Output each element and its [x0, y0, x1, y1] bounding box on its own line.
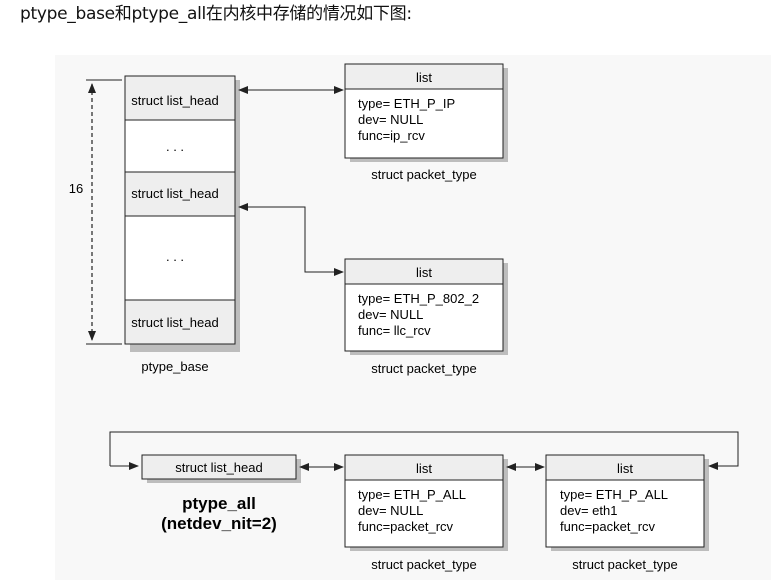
base-ellipsis-2: . . .	[166, 249, 184, 264]
base-slot-mid-label: struct list_head	[131, 186, 218, 201]
all1-dev: dev= NULL	[358, 503, 423, 518]
base-slot-0	[124, 75, 236, 121]
all1-type: type= ETH_P_ALL	[358, 487, 466, 502]
arrow-base-to-llc	[238, 203, 344, 276]
ptype-all-head: struct list_head ptype_all (netdev_nit=2…	[141, 454, 301, 533]
llc-func: func= llc_rcv	[358, 323, 431, 338]
all-head-label: struct list_head	[175, 460, 262, 475]
packet-type-all-1: list type= ETH_P_ALL dev= NULL func=pack…	[344, 454, 508, 572]
base-count-label: 16	[69, 181, 83, 196]
all2-list-header: list	[617, 461, 633, 476]
base-slot-0-label: struct list_head	[131, 93, 218, 108]
llc-caption: struct packet_type	[371, 361, 477, 376]
ptype-base-array: struct list_head . . . struct list_head …	[124, 75, 240, 374]
ip-dev: dev= NULL	[358, 112, 423, 127]
all1-caption: struct packet_type	[371, 557, 477, 572]
packet-type-all-2: list type= ETH_P_ALL dev= eth1 func=pack…	[545, 454, 709, 572]
ip-caption: struct packet_type	[371, 167, 477, 182]
page-heading: ptype_base和ptype_all在内核中存储的情况如下图:	[20, 4, 412, 24]
base-size-dimension: 16	[68, 79, 122, 345]
ip-func: func=ip_rcv	[358, 128, 425, 143]
wrap-link-to-packet2	[109, 431, 739, 470]
all1-list-header: list	[416, 461, 432, 476]
all-subname: (netdev_nit=2)	[161, 514, 277, 533]
packet-type-ip: list type= ETH_P_IP dev= NULL func=ip_rc…	[344, 63, 508, 182]
llc-type: type= ETH_P_802_2	[358, 291, 479, 306]
base-slot-last-label: struct list_head	[131, 315, 218, 330]
all1-func: func=packet_rcv	[358, 519, 454, 534]
llc-list-header: list	[416, 265, 432, 280]
ip-list-header: list	[416, 70, 432, 85]
all2-func: func=packet_rcv	[560, 519, 656, 534]
all-name: ptype_all	[182, 494, 256, 513]
base-caption: ptype_base	[141, 359, 208, 374]
base-ellipsis-1: . . .	[166, 139, 184, 154]
ip-type: type= ETH_P_IP	[358, 96, 455, 111]
all2-dev: dev= eth1	[560, 503, 617, 518]
base-slot-last	[124, 299, 236, 345]
packet-type-llc: list type= ETH_P_802_2 dev= NULL func= l…	[344, 258, 508, 376]
base-slot-mid	[124, 171, 236, 217]
all2-type: type= ETH_P_ALL	[560, 487, 668, 502]
all2-caption: struct packet_type	[572, 557, 678, 572]
llc-dev: dev= NULL	[358, 307, 423, 322]
